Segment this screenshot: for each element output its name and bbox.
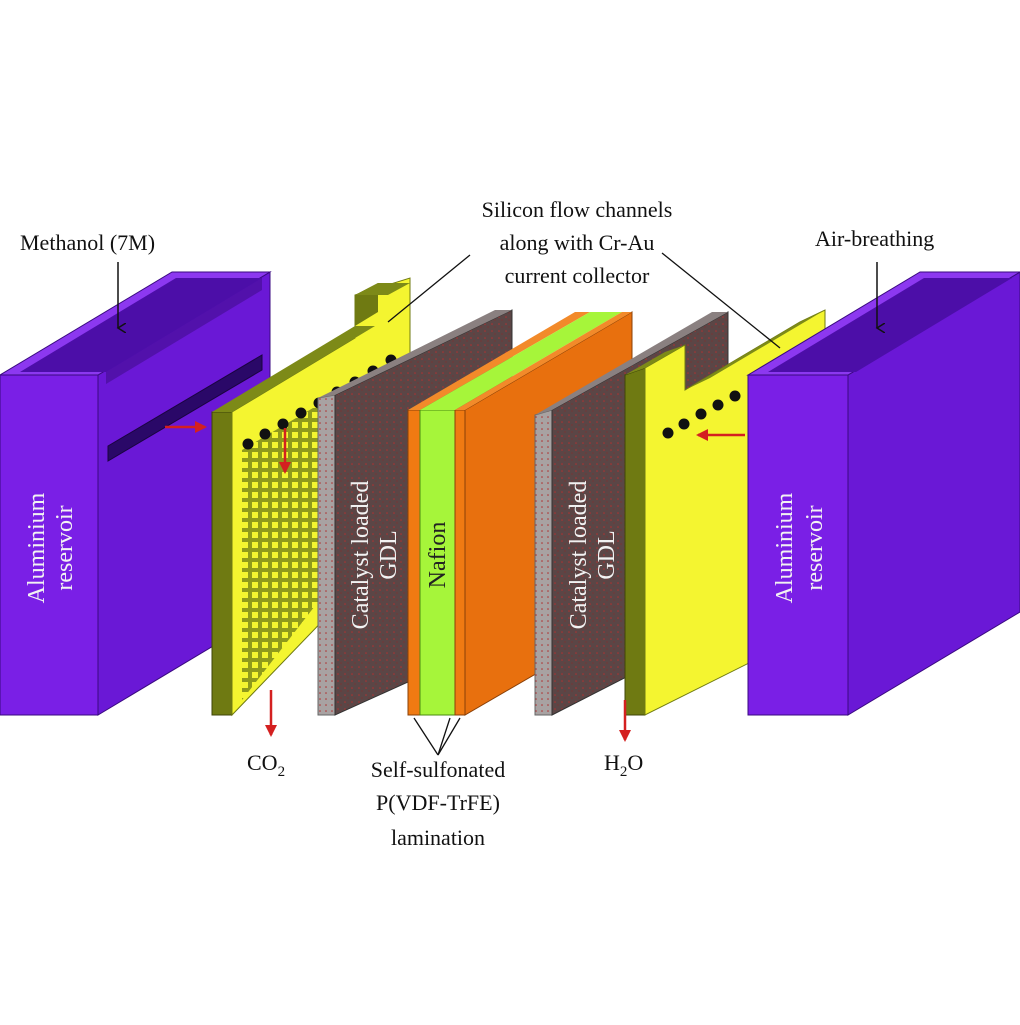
- h2o-label: H2O: [604, 750, 643, 780]
- right-gdl-label-line2: GDL: [594, 530, 620, 579]
- lamination-label-line3: lamination: [391, 825, 485, 850]
- co2-label: CO2: [247, 750, 285, 780]
- flow-arrows: [165, 421, 745, 742]
- right-reservoir-label-line2: reservoir: [802, 505, 828, 590]
- left-reservoir-label-line1: Aluminium: [24, 492, 50, 603]
- lamination-leader-right: [437, 717, 461, 756]
- silicon-label-line3: current collector: [505, 263, 650, 288]
- right-gdl-label-line1: Catalyst loaded: [566, 481, 592, 630]
- leader-lines: [118, 252, 877, 756]
- lamination-label-line1: Self-sulfonated: [371, 757, 505, 782]
- svg-text:reservoir: reservoir: [52, 505, 78, 590]
- left-gdl-label-line2: GDL: [376, 530, 402, 579]
- svg-text:Aluminium: Aluminium: [24, 492, 50, 603]
- lamination-leader-left: [413, 717, 439, 756]
- air-breathing-label: Air-breathing: [815, 226, 934, 251]
- left-gdl-label-line1: Catalyst loaded: [348, 481, 374, 630]
- lamination-leader-mid: [437, 717, 451, 756]
- silicon-label-line1: Silicon flow channels: [482, 197, 673, 222]
- left-reservoir-label-line2: reservoir: [52, 505, 78, 590]
- nafion-label: Nafion: [425, 522, 451, 589]
- silicon-leader-right: [661, 252, 781, 349]
- silicon-label-line2: along with Cr-Au: [500, 230, 655, 255]
- silicon-leader-left: [387, 254, 471, 323]
- lamination-label-line2: P(VDF-TrFE): [376, 790, 500, 815]
- methanol-label: Methanol (7M): [20, 230, 155, 255]
- right-reservoir-label-line1: Aluminium: [772, 492, 798, 603]
- right-flow-channel-holes: [662, 390, 741, 439]
